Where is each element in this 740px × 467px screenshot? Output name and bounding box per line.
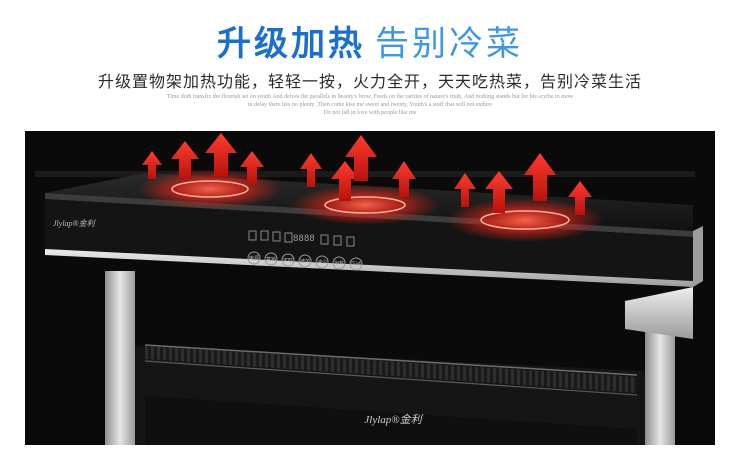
control-icon-row: [248, 230, 355, 247]
shelf-front-panel: [45, 199, 693, 281]
fine-print-line-3: Do not fall in love with people like me: [323, 110, 417, 116]
heat-arrow-icon: [485, 171, 513, 213]
right-side-panel: [625, 287, 693, 339]
heat-arrow-icon: [524, 153, 556, 201]
headline: 升级加热告别冷菜: [0, 16, 740, 65]
right-leg: [645, 326, 675, 445]
light-icon[interactable]: [333, 235, 342, 246]
power-button[interactable]: 电源: [247, 251, 261, 265]
heating-zone-2: [291, 185, 439, 225]
heat-button-label: 加热: [334, 260, 344, 267]
zone-button-label: 区域: [351, 261, 361, 268]
headline-light: 告别冷菜: [375, 24, 523, 64]
heat-arrow-icon: [240, 151, 264, 183]
vent-grille: [145, 346, 637, 393]
heat-arrow-icon: [205, 133, 237, 177]
subtitle: 升级置物架加热功能，轻轻一按，火力全开，天天吃热菜，告别冷菜生活: [97, 72, 642, 91]
digital-display: 8888: [293, 234, 315, 244]
heat-arrow-icon: [345, 135, 377, 181]
power-button-label: 电源: [249, 255, 259, 262]
plus-button-label: 增加: [300, 258, 310, 265]
timer-icon[interactable]: [272, 231, 281, 242]
heating-ring-2: [324, 196, 406, 214]
warming-cabinet-illustration: Jlylap®金利 Jlylap®金利: [35, 133, 703, 445]
minus-button-label: 减少: [317, 259, 327, 266]
zone-button[interactable]: 区域: [349, 257, 363, 271]
heat-button[interactable]: 加热: [332, 256, 346, 270]
heat-arrow-icon: [568, 181, 592, 215]
heat-arrow-icon: [171, 141, 199, 179]
heating-zone-3: [447, 198, 603, 242]
product-scene: Jlylap®金利 Jlylap®金利: [25, 131, 715, 445]
lock-button-label: 童锁: [266, 256, 276, 263]
heat-arrow-icon: [300, 153, 322, 187]
timer-button[interactable]: 定时: [281, 253, 295, 267]
heat-arrows: [142, 133, 592, 215]
heat-arrow-icon: [392, 161, 416, 197]
heat-arrow-icon: [142, 151, 162, 179]
shelf-side: [693, 226, 703, 287]
shelf-edge: [144, 344, 638, 376]
shelf-edge-lower: [144, 360, 638, 396]
temp-icon[interactable]: [284, 232, 293, 243]
lock-button[interactable]: 童锁: [264, 252, 278, 266]
heating-ring-1: [171, 180, 249, 198]
heating-ring-3: [480, 210, 570, 230]
cabinet-door: [145, 396, 637, 445]
power-icon[interactable]: [248, 230, 257, 241]
heat-arrow-icon: [454, 173, 476, 207]
plus-button[interactable]: 增加: [298, 254, 312, 268]
fan-icon[interactable]: [320, 234, 329, 245]
brand-top-logo: Jlylap®金利: [53, 219, 96, 228]
timer-button-label: 定时: [283, 257, 293, 264]
minus-button[interactable]: 减少: [315, 255, 329, 269]
heating-zone-1: [138, 169, 282, 209]
left-leg: [105, 271, 135, 445]
shelf-steel-trim: [45, 249, 693, 287]
lock-icon[interactable]: [260, 230, 269, 241]
headline-bold: 升级加热: [217, 24, 365, 64]
fine-print-line-2: in delay there lies no plenty ,Then come…: [247, 102, 493, 108]
heat-arrow-icon: [331, 161, 359, 201]
control-button-row: 电源 童锁 定时 增加 减少 加热 区域: [247, 251, 363, 271]
fine-print-line-1: Time doth transfix the flourish set on y…: [166, 94, 574, 100]
alarm-icon[interactable]: [346, 236, 355, 247]
brand-front-logo: Jlylap®金利: [364, 413, 423, 426]
